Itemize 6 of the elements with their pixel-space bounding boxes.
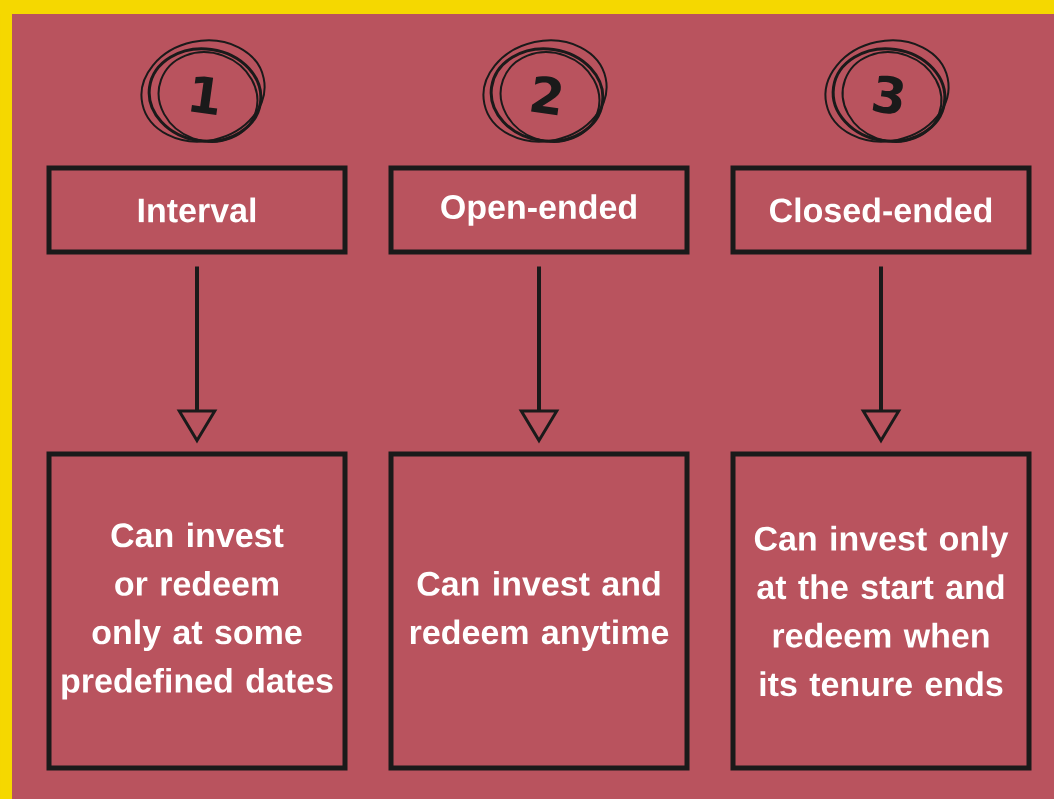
title-box: Open-ended: [388, 165, 690, 255]
description-box: Can invest only at the start and redeem when its tenure ends: [730, 451, 1032, 771]
title-box: Closed-ended: [730, 165, 1032, 255]
description-box: Can invest and redeem anytime: [388, 451, 690, 771]
title-box: Interval: [46, 165, 348, 255]
description-box: Can invest or redeem only at some predefined dates: [46, 451, 348, 771]
